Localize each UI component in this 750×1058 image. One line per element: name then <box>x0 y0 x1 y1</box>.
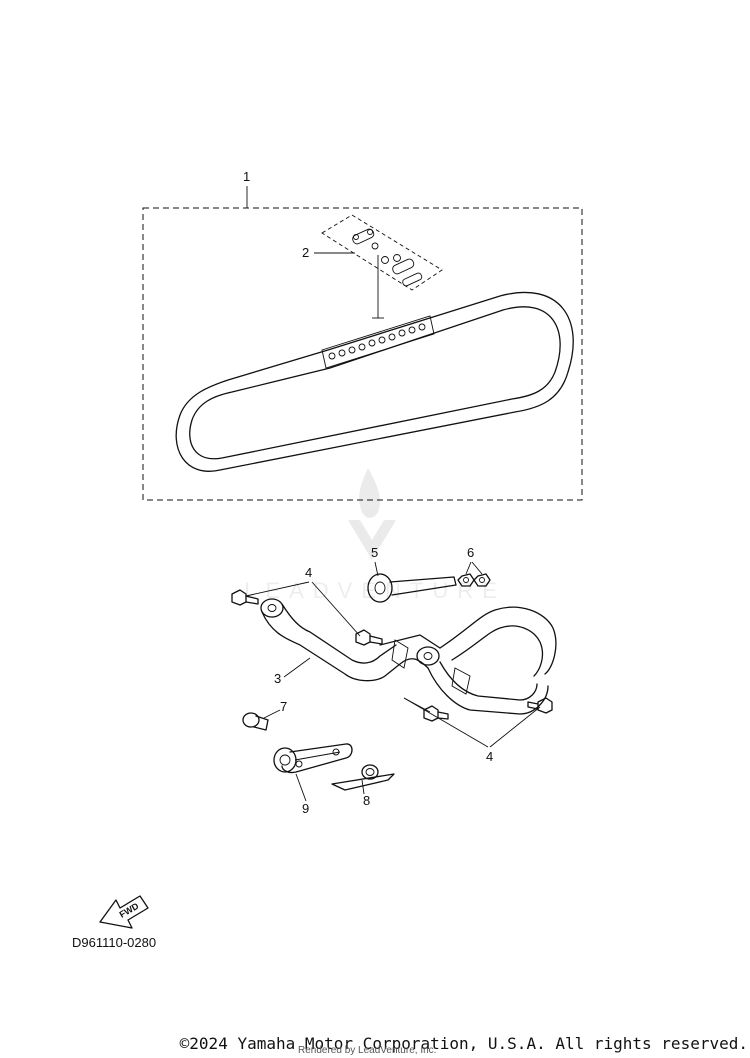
part-7-collar <box>242 712 269 731</box>
part-3-guard-frame <box>260 598 557 715</box>
watermark-logo <box>348 468 396 560</box>
drive-chain <box>175 291 574 472</box>
fwd-arrow-icon: FWD <box>99 895 149 929</box>
master-link-parts <box>352 228 423 287</box>
fwd-label: FWD <box>118 901 141 920</box>
part-4-bolt-lower-right <box>527 697 553 714</box>
master-link-box <box>321 214 443 291</box>
callout-6: 6 <box>467 545 474 560</box>
callout-2: 2 <box>302 245 309 260</box>
callout-9: 9 <box>302 801 309 816</box>
copyright-notice: ©2024 Yamaha Motor Corporation, U.S.A. A… <box>179 1034 748 1053</box>
part-4-bolt-upper-left <box>231 589 259 606</box>
callout-7: 7 <box>280 699 287 714</box>
part-4-bolt-lower-left <box>423 705 449 722</box>
part-6-nuts <box>457 573 491 587</box>
callout-8: 8 <box>363 793 370 808</box>
callout-3: 3 <box>274 671 281 686</box>
part-4-bolt-upper-right <box>355 629 383 646</box>
chain-links <box>321 315 435 369</box>
part-5-bolt <box>367 573 457 603</box>
watermark-text: LEADVENTURE <box>244 578 506 603</box>
callout-5: 5 <box>371 545 378 560</box>
callout-4-lower: 4 <box>486 749 493 764</box>
rendered-by-notice: Rendered by LeadVenture, Inc. <box>298 1045 437 1056</box>
part-8-spring-bracket <box>331 764 395 791</box>
kit-box <box>142 207 583 501</box>
callout-1: 1 <box>243 169 250 184</box>
callout-4-upper: 4 <box>305 565 312 580</box>
diagram-code: D961110-0280 <box>72 935 157 950</box>
part-9-plate <box>273 743 353 774</box>
